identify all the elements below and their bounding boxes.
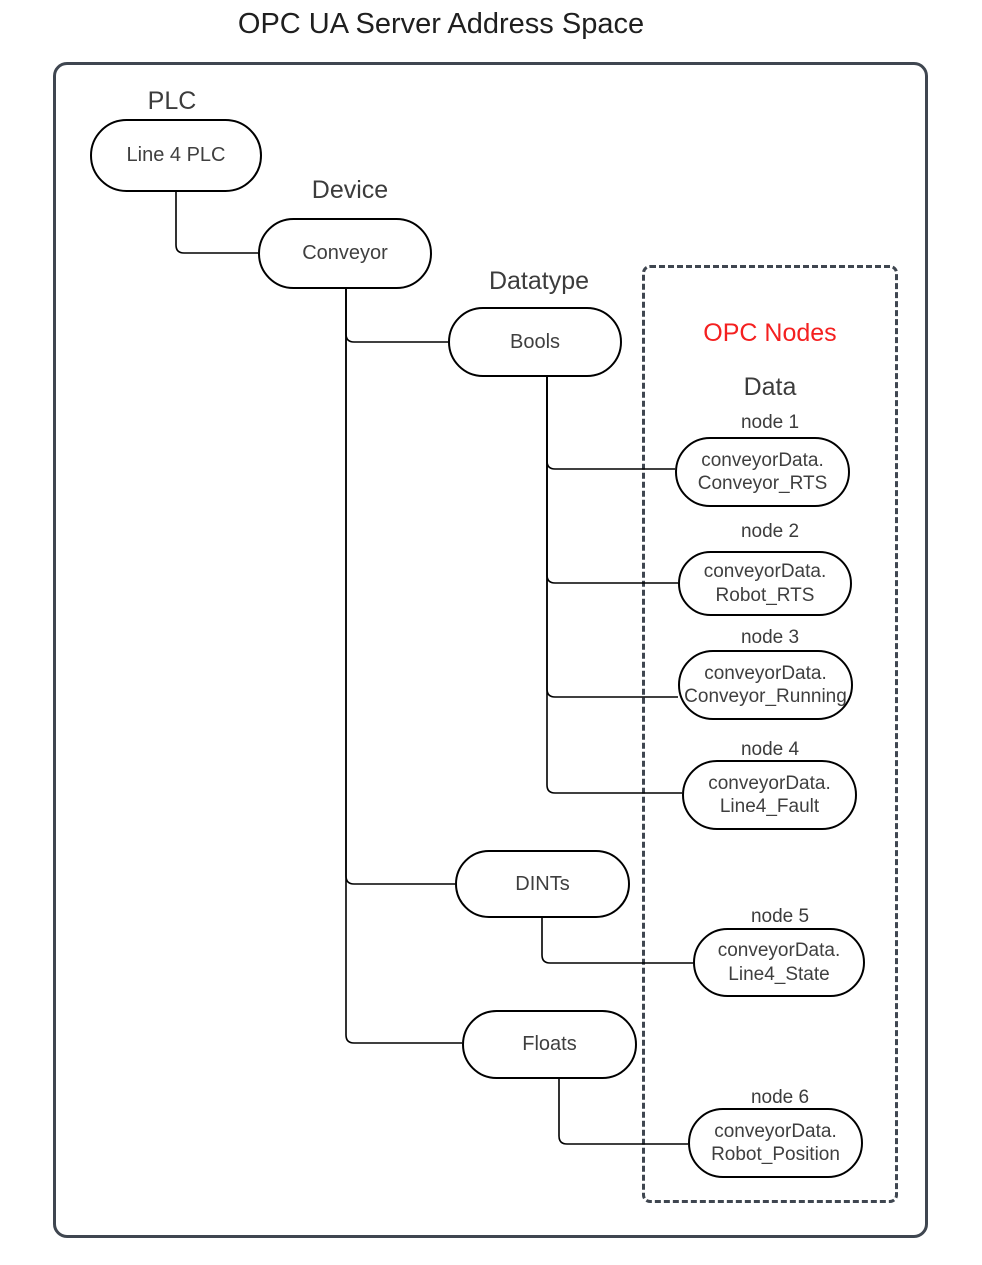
- heading-opc-nodes: OPC Nodes: [703, 319, 837, 347]
- opc-node-4: conveyorData. Line4_Fault: [682, 760, 857, 830]
- opc-node-6-line1: conveyorData.: [714, 1120, 837, 1142]
- caption-node-4: node 4: [740, 739, 800, 760]
- connector-dints-to-node5: [541, 918, 693, 964]
- caption-node-2: node 2: [740, 521, 800, 542]
- opc-node-6-line2: Robot_Position: [711, 1144, 840, 1165]
- node-bools: Bools: [448, 307, 622, 377]
- connector-plc-to-conveyor: [175, 192, 258, 254]
- heading-plc: PLC: [147, 87, 197, 115]
- heading-device: Device: [311, 176, 389, 204]
- connector-bools-to-node2: [546, 377, 678, 584]
- opc-node-3-line2: Conveyor_Running: [684, 686, 847, 707]
- connector-conveyor-to-bools: [345, 289, 448, 343]
- opc-node-3-line1: conveyorData.: [704, 662, 827, 684]
- caption-node-3: node 3: [740, 627, 800, 648]
- opc-node-2: conveyorData. Robot_RTS: [678, 551, 852, 616]
- node-conveyor-label: Conveyor: [302, 242, 388, 265]
- opc-node-2-line2: Robot_RTS: [715, 584, 815, 606]
- opc-node-3: conveyorData. Conveyor_Running: [678, 650, 853, 720]
- node-line4-plc-label: Line 4 PLC: [126, 144, 226, 167]
- diagram-title: OPC UA Server Address Space: [237, 8, 645, 40]
- opc-node-4-line2: Line4_Fault: [719, 796, 820, 817]
- caption-node-1: node 1: [740, 412, 800, 433]
- opc-node-1: conveyorData. Conveyor_RTS: [675, 437, 850, 507]
- opc-node-1-line2: Conveyor_RTS: [697, 473, 828, 494]
- caption-node-6: node 6: [750, 1087, 810, 1108]
- connector-bools-to-node4: [546, 377, 682, 794]
- opc-node-1-line1: conveyorData.: [701, 449, 824, 471]
- connector-conveyor-to-floats: [345, 289, 462, 1044]
- opc-node-5-line2: Line4_State: [728, 963, 830, 985]
- connector-floats-to-node6: [558, 1079, 688, 1145]
- node-dints: DINTs: [455, 850, 630, 918]
- node-bools-label: Bools: [509, 330, 561, 353]
- opc-node-2-line1: conveyorData.: [703, 561, 827, 583]
- node-dints-label: DINTs: [515, 872, 570, 895]
- node-floats-label: Floats: [522, 1033, 577, 1056]
- address-space-boundary: [53, 62, 928, 1238]
- connector-conveyor-to-dints: [345, 289, 455, 885]
- node-floats: Floats: [462, 1010, 637, 1079]
- node-line4-plc: Line 4 PLC: [90, 119, 262, 192]
- opc-node-5: conveyorData. Line4_State: [693, 928, 865, 997]
- caption-node-5: node 5: [750, 906, 810, 927]
- opc-node-5-line1: conveyorData.: [717, 940, 841, 962]
- heading-datatype: Datatype: [488, 267, 590, 295]
- node-conveyor: Conveyor: [258, 218, 432, 289]
- opc-node-4-line1: conveyorData.: [708, 772, 831, 794]
- opc-node-6: conveyorData. Robot_Position: [688, 1108, 863, 1178]
- heading-data: Data: [743, 373, 797, 401]
- opc-nodes-group-box: [642, 265, 898, 1203]
